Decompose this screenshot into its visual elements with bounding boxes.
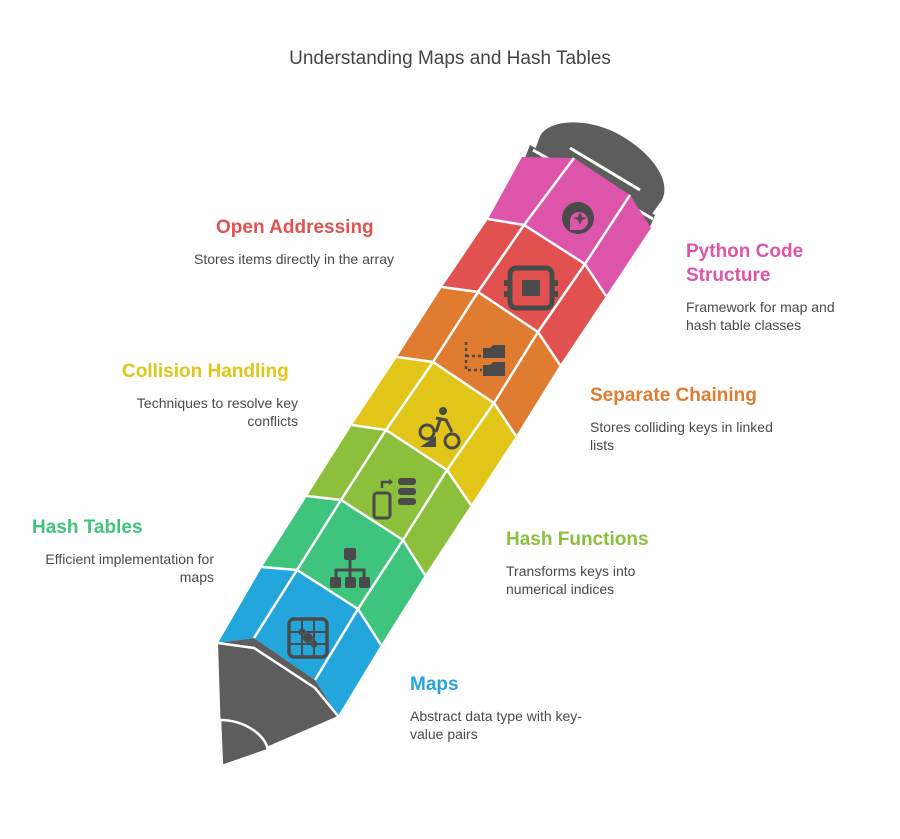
label-collision-handling: Collision Handling Techniques to resolve… xyxy=(110,360,298,430)
heading-maps: Maps xyxy=(410,674,459,695)
band-chaining-right xyxy=(494,332,560,436)
band-collision-mid xyxy=(386,362,494,470)
desc-hash-tables: Efficient implementation for maps xyxy=(45,551,214,585)
band-hashfunc-left xyxy=(307,425,386,500)
desc-hash-functions: Transforms keys into numerical indices xyxy=(506,563,636,597)
label-python-code-structure: Python Code Structure Framework for map … xyxy=(686,240,866,334)
label-open-addressing: Open Addressing Stores items directly in… xyxy=(190,216,394,268)
heading-collision-handling: Collision Handling xyxy=(122,361,289,382)
desc-collision-handling: Techniques to resolve key conflicts xyxy=(136,395,298,429)
network-grid-icon xyxy=(287,617,329,659)
band-open-left xyxy=(442,219,524,292)
band-hashfunc-mid xyxy=(341,430,447,540)
desc-python-code-structure: Framework for map and hash table classes xyxy=(686,299,835,333)
hierarchy-icon xyxy=(330,548,370,588)
heading-hash-functions: Hash Functions xyxy=(506,529,649,550)
sparkle-badge-icon xyxy=(562,202,594,234)
band-python-right xyxy=(585,195,651,296)
heading-hash-tables: Hash Tables xyxy=(32,517,143,538)
band-python-left xyxy=(488,157,574,225)
phone-server-icon xyxy=(372,478,416,520)
pencil-eraser xyxy=(535,122,665,214)
band-collision-right xyxy=(447,403,516,505)
label-separate-chaining: Separate Chaining Stores colliding keys … xyxy=(590,384,780,454)
label-hash-functions: Hash Functions Transforms keys into nume… xyxy=(506,528,686,598)
band-collision-left xyxy=(352,357,433,430)
folder-tree-icon xyxy=(464,342,505,376)
label-hash-tables: Hash Tables Efficient implementation for… xyxy=(20,516,214,586)
label-maps: Maps Abstract data type with key-value p… xyxy=(410,673,610,743)
desc-separate-chaining: Stores colliding keys in linked lists xyxy=(590,419,773,453)
band-open-right xyxy=(538,264,606,365)
band-open-mid xyxy=(478,225,585,332)
diagram-title: Understanding Maps and Hash Tables xyxy=(289,48,611,69)
band-maps-right xyxy=(315,609,381,716)
band-chaining-mid xyxy=(433,292,538,403)
desc-maps: Abstract data type with key-value pairs xyxy=(410,708,582,742)
memory-block-icon xyxy=(504,265,558,311)
band-hashtables-right xyxy=(358,540,425,645)
pencil-lead xyxy=(218,718,270,768)
band-hashtables-left xyxy=(262,496,341,570)
band-maps-left xyxy=(218,567,297,643)
heading-python-code-structure: Python Code Structure xyxy=(686,241,804,286)
band-chaining-left xyxy=(397,287,478,362)
desc-open-addressing: Stores items directly in the array xyxy=(194,251,394,267)
band-hashfunc-right xyxy=(403,470,471,575)
heading-separate-chaining: Separate Chaining xyxy=(590,385,757,406)
heading-open-addressing: Open Addressing xyxy=(216,217,374,238)
bike-collision-icon xyxy=(418,407,461,450)
